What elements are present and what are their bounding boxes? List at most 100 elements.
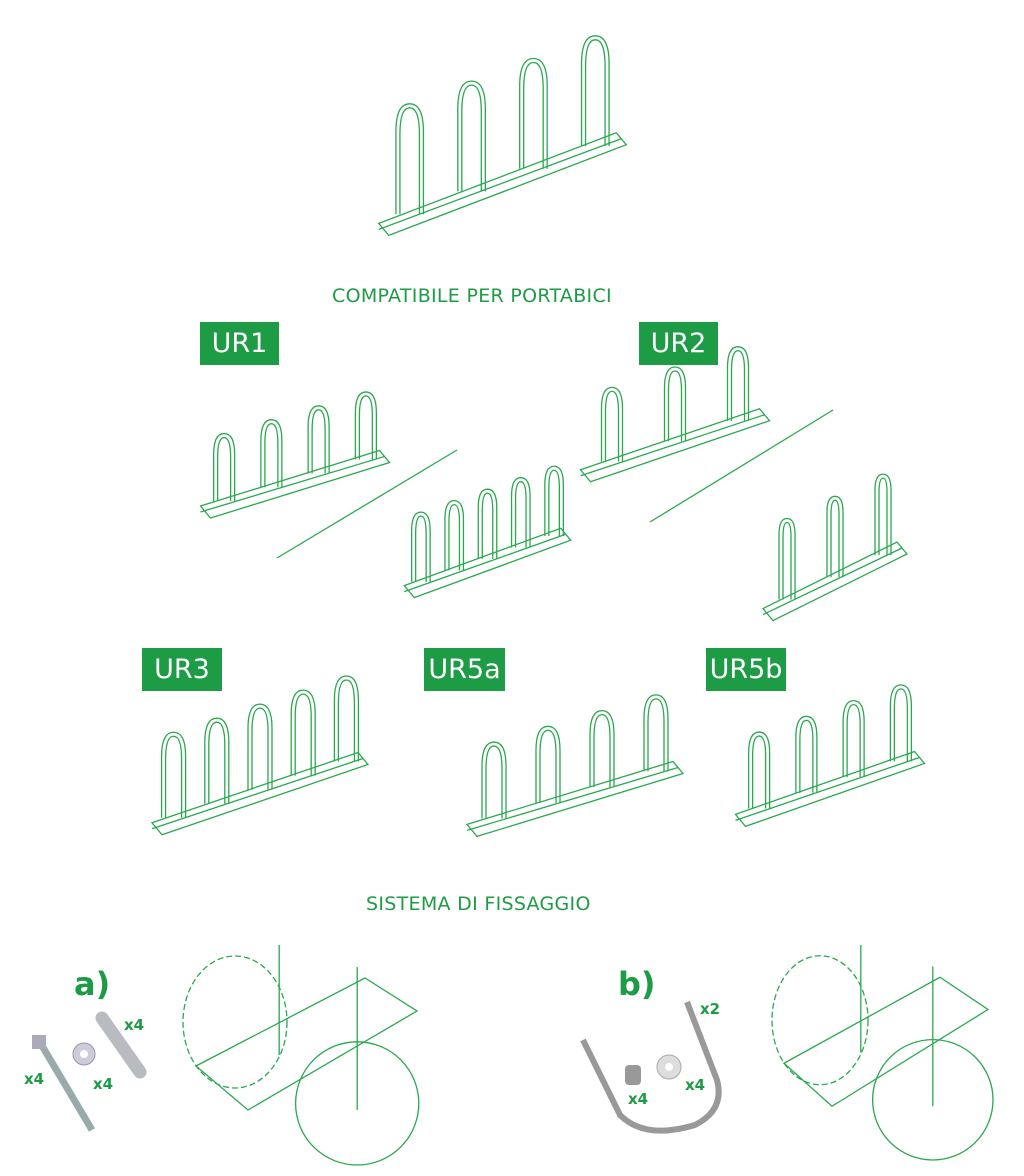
rack-base [761, 541, 909, 622]
rack-base [734, 750, 926, 828]
rack-loop [842, 699, 865, 778]
rack-loop [457, 80, 486, 192]
dashed-rack-loop [182, 955, 288, 1089]
nut-icon [625, 1065, 641, 1085]
rack-loop-inner [584, 39, 606, 147]
rack-loop [395, 103, 425, 215]
rack-loop-inner [751, 735, 767, 809]
option-a-label: a) [74, 965, 111, 1003]
rack-loop-inner [208, 721, 226, 804]
rack-loop [600, 386, 624, 462]
ur2-illustration-b [761, 473, 909, 622]
rack-loop-inner [251, 707, 269, 790]
rack-base [199, 449, 391, 519]
rack-loop [510, 477, 531, 548]
rack-rail [466, 766, 679, 832]
rack-loop [333, 675, 360, 762]
rack-loop-inner [539, 729, 557, 803]
rack-rail [378, 138, 622, 231]
top-assembly-illustration [377, 35, 628, 237]
rack-loop [589, 709, 615, 788]
rack-base [579, 407, 771, 483]
rack-loop [290, 689, 316, 776]
rack-loop-inner [604, 390, 620, 462]
rack-loop [160, 731, 187, 818]
rack-loop [535, 725, 561, 803]
dashed-rack-loop [771, 955, 869, 1086]
rack-loop [212, 432, 236, 502]
rack-rail [200, 455, 385, 513]
detail-circle [871, 1038, 994, 1161]
rack-base [377, 131, 628, 237]
ubolt-qty: x2 [700, 1000, 721, 1018]
rack-loop [247, 703, 273, 790]
rack-loop-inner [514, 481, 527, 548]
rack-loop-inner [548, 469, 560, 536]
rack-loop [481, 741, 507, 819]
rack-rail [404, 533, 566, 593]
rack-loop-inner [337, 679, 356, 762]
rack-loop-inner [730, 350, 746, 421]
rack-loop [874, 473, 892, 556]
rack-loop-inner [647, 698, 665, 772]
rack-loop-inner [264, 423, 279, 488]
rack-loop-inner [830, 499, 840, 578]
rack-loop [726, 346, 750, 421]
option-a-detail-illustration [182, 945, 420, 1166]
plug-qty: x4 [124, 1016, 145, 1034]
compatible-heading: COMPATIBILE PER PORTABICI [332, 285, 612, 307]
fixing-heading: SISTEMA DI FISSAGGIO [366, 893, 591, 915]
rack-loop [354, 391, 378, 460]
b-washer-qty: x4 [685, 1076, 706, 1094]
rack-loop-inner [399, 107, 421, 215]
ur2-illustration-a [579, 346, 771, 483]
screw-icon [32, 1035, 96, 1132]
model-tag-ur3: UR3 [142, 648, 222, 691]
rack-loop [260, 419, 283, 488]
rack-loop-inner [846, 703, 861, 778]
detail-circle [294, 1041, 420, 1166]
rack-loop [795, 715, 818, 793]
rack-loop [826, 495, 844, 578]
u-bolt-icon [580, 1000, 722, 1134]
rack-loop-inner [164, 735, 183, 818]
rack-rail [735, 756, 920, 822]
rack-loop-inner [481, 492, 494, 559]
model-tag-ur5a: UR5a [424, 648, 505, 691]
rack-rail [762, 547, 903, 616]
wall-plug-icon [95, 1011, 147, 1079]
rack-rail [580, 414, 765, 477]
rack-loop [477, 488, 498, 559]
washer-qty: x4 [93, 1075, 114, 1093]
rack-loop [204, 717, 230, 804]
rack-loop-inner [311, 409, 326, 474]
rack-loop-inner [878, 477, 888, 556]
rack-loop [778, 517, 796, 600]
base-plate [194, 977, 419, 1111]
rack-loop-inner [523, 61, 544, 169]
rack-loop [444, 499, 465, 571]
rack-loop-inner [799, 719, 814, 793]
rack-loop-inner [294, 693, 312, 776]
nut-qty: x4 [628, 1090, 649, 1108]
rack-base [403, 527, 572, 599]
rack-loop [580, 35, 610, 147]
rack-loop-inner [358, 395, 374, 460]
ur2-divider [649, 409, 834, 523]
rack-rail [151, 757, 364, 830]
option-b-detail-illustration [771, 945, 994, 1161]
rack-loop [889, 684, 913, 762]
model-tag-ur2: UR2 [639, 322, 718, 365]
rack-loop-inner [893, 688, 909, 762]
rack-loop-inner [216, 436, 232, 502]
rack-loop-inner [593, 713, 611, 788]
ur3-illustration [150, 675, 370, 836]
rack-loop [747, 731, 771, 809]
rack-base [150, 751, 370, 836]
ur1-divider [276, 449, 458, 559]
base-plate [782, 976, 990, 1108]
rack-loop [307, 405, 330, 474]
rack-loop-inner [485, 745, 503, 819]
washer-icon [72, 1042, 96, 1066]
